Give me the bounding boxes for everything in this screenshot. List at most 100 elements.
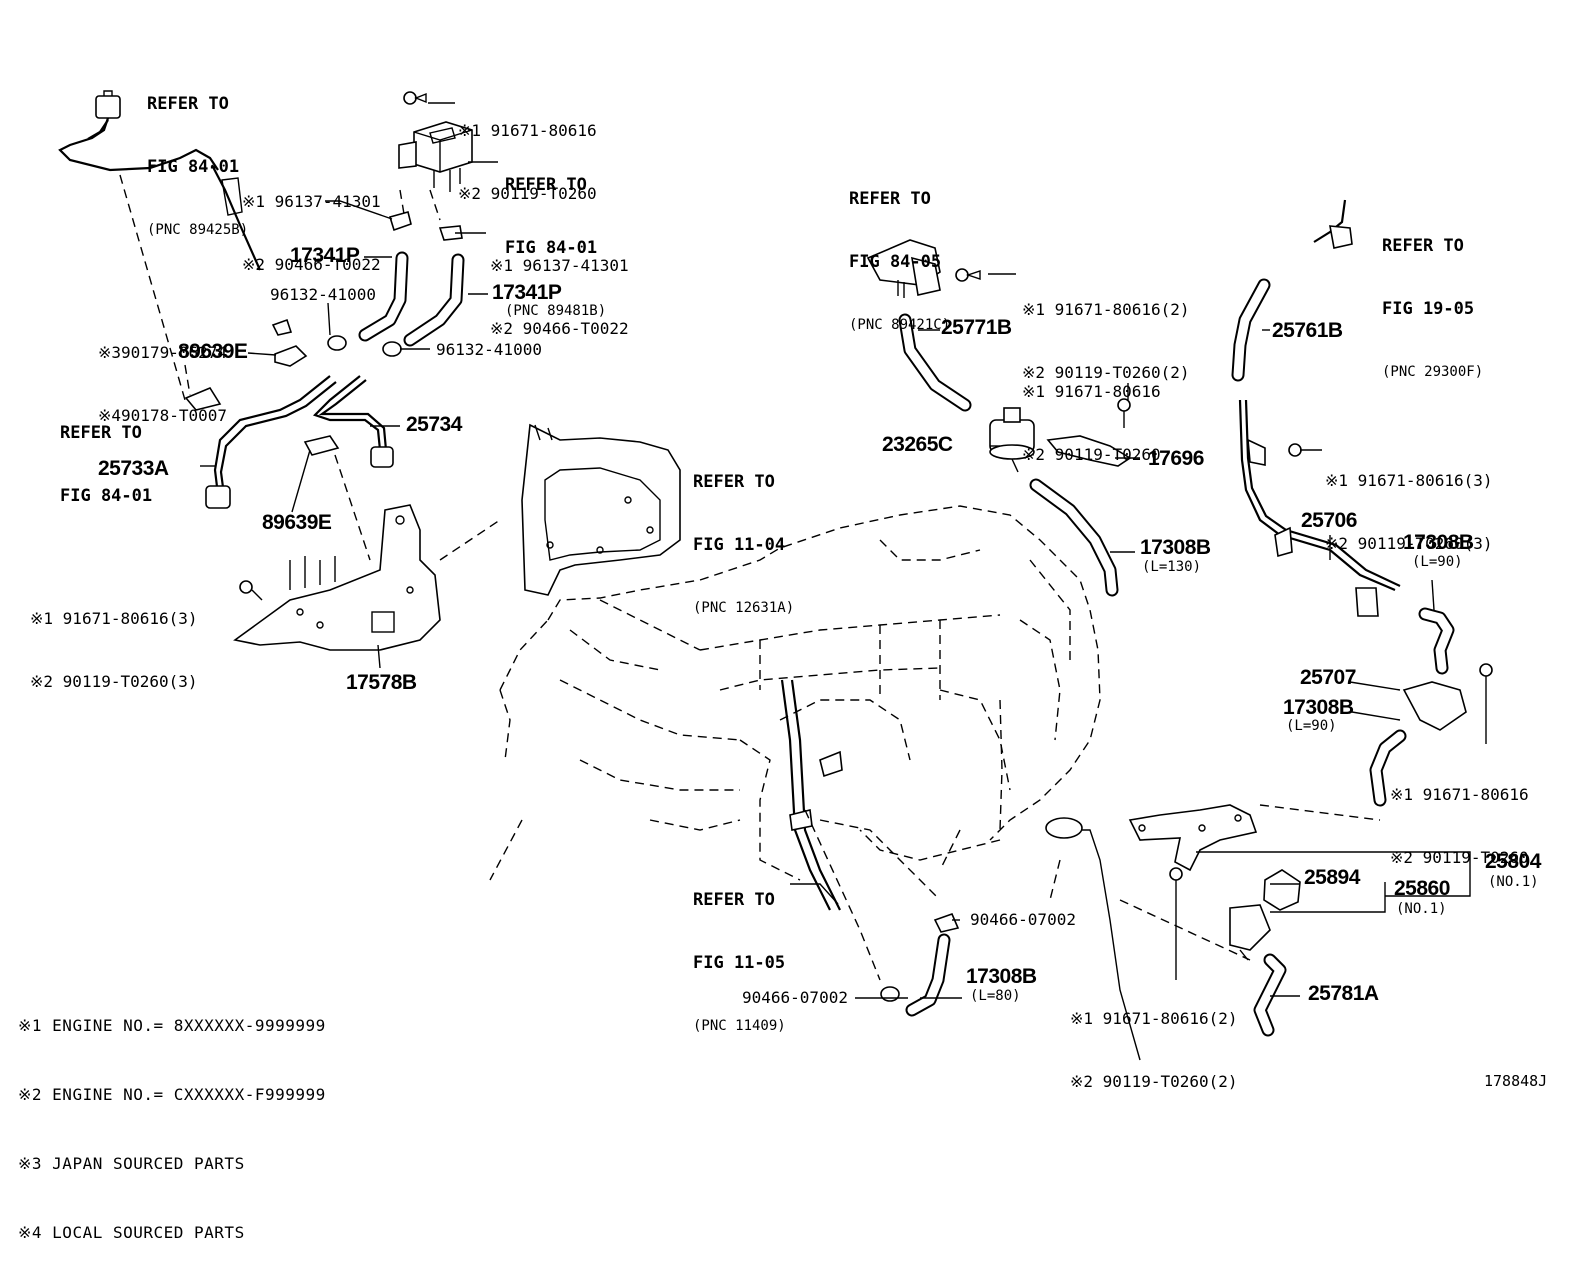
refer-text: REFER TO xyxy=(693,890,775,910)
part-17696[interactable]: 17696 xyxy=(1148,447,1204,470)
part-25707[interactable]: 25707 xyxy=(1300,666,1356,689)
refer-text: REFER TO xyxy=(849,189,931,209)
refer-fig-19-05[interactable]: REFER TO FIG 19-05 (PNC 29300F) xyxy=(1382,194,1483,403)
vacuum-hoses-17341p xyxy=(358,251,465,347)
part-25734[interactable]: 25734 xyxy=(406,413,462,436)
bracket-17578b xyxy=(233,504,501,651)
refer-fig-84-01-a[interactable]: REFER TO FIG 84-01 (PNC 89425B) xyxy=(147,52,248,261)
part-96132-41000-b[interactable]: 96132-41000 xyxy=(436,340,542,359)
alt-part-2: ※2 90119-T0260 xyxy=(1390,848,1529,867)
part-17578b[interactable]: 17578B xyxy=(346,671,417,694)
refer-fig-84-05[interactable]: REFER TO FIG 84-05 (PNC 89421C) xyxy=(849,147,950,356)
part-90466-07002-a[interactable]: 90466-07002 xyxy=(970,910,1076,929)
refer-text: REFER TO xyxy=(147,94,229,114)
refer-fig: FIG 19-05 xyxy=(1382,299,1475,319)
alt-parts-bolt-25707[interactable]: ※1 91671-80616 ※2 90119-T0260 xyxy=(1390,742,1529,889)
part-89639e-b[interactable]: 89639E xyxy=(262,511,332,534)
alt-part-2: ※2 90466-T0022 xyxy=(242,255,381,274)
alt-part-2: ※2 90119-T0260(2) xyxy=(1022,363,1190,382)
refer-fig-11-04[interactable]: REFER TO FIG 11-04 (PNC 12631A) xyxy=(693,430,794,639)
map-sensor-assembly xyxy=(866,239,981,412)
egr-pipe-assembly xyxy=(1231,199,1493,807)
part-96132-41000-a[interactable]: 96132-41000 xyxy=(270,285,376,304)
alt-part-1: ※1 91671-80616(3) xyxy=(1325,471,1493,490)
hose-clamps xyxy=(271,211,463,367)
part-25706[interactable]: 25706 xyxy=(1301,509,1357,532)
alt-parts-clamp-b[interactable]: ※1 96137-41301 ※2 90466-T0022 xyxy=(490,213,629,360)
part-25894[interactable]: 25894 xyxy=(1304,866,1360,889)
sub-l130: (L=130) xyxy=(1142,559,1202,575)
part-89639e-a[interactable]: 89639E xyxy=(178,340,248,363)
part-25860[interactable]: 25860 xyxy=(1394,877,1450,900)
refer-fig: FIG 84-05 xyxy=(849,252,942,272)
refer-text: REFER TO xyxy=(693,472,775,492)
sub-no1-a: (NO.1) xyxy=(1488,874,1539,890)
oxygen-sensor-assembly xyxy=(58,90,262,401)
refer-pnc: (PNC 89425B) xyxy=(147,222,249,238)
alt-parts-nut[interactable]: ※390179-06274 ※490178-T0007 xyxy=(98,300,227,447)
alt-part-1: ※1 91671-80616 xyxy=(1390,785,1529,804)
refer-fig-11-05[interactable]: REFER TO FIG 11-05 (PNC 11409) xyxy=(693,848,786,1057)
refer-fig: FIG 84-01 xyxy=(505,238,598,258)
refer-fig: FIG 11-04 xyxy=(693,535,786,555)
refer-text: REFER TO xyxy=(60,423,142,443)
refer-fig-84-01-b[interactable]: REFER TO FIG 84-01 (PNC 89481B) xyxy=(505,133,606,342)
sub-l90-a: (L=90) xyxy=(1412,554,1463,570)
part-90466-07002-b[interactable]: 90466-07002 xyxy=(742,988,848,1007)
alt-part-2: ※2 90119-T0260(2) xyxy=(1070,1072,1238,1091)
alt-part-2: ※2 90119-T0260(3) xyxy=(1325,534,1493,553)
alt-parts-bolt-map[interactable]: ※1 91671-80616(2) ※2 90119-T0260(2) xyxy=(1022,257,1190,404)
refer-fig: FIG 84-01 xyxy=(147,157,240,177)
egr-valve-assembly xyxy=(1119,804,1381,1037)
alt-parts-bolt-filter[interactable]: ※1 91671-80616 ※2 90119-T0260 xyxy=(1022,339,1161,486)
refer-fig-84-01-c[interactable]: REFER TO FIG 84-01 xyxy=(60,381,152,528)
sub-l90-b: (L=90) xyxy=(1286,718,1337,734)
vacuum-pipes xyxy=(184,364,394,561)
lower-hoses xyxy=(780,679,1141,1061)
refer-fig: FIG 84-01 xyxy=(60,486,153,506)
part-25804[interactable]: 25804 xyxy=(1485,850,1541,873)
refer-pnc: (PNC 89421C) xyxy=(849,317,951,333)
alt-part-1: ※1 91671-80616 xyxy=(1022,382,1161,401)
part-17341p-b[interactable]: 17341P xyxy=(492,281,562,304)
fuel-filter-23265c xyxy=(989,398,1132,597)
engine-notes-legend: ※1 ENGINE NO.= 8XXXXXX-9999999 ※2 ENGINE… xyxy=(18,968,326,1267)
alt-part-4: ※490178-T0007 xyxy=(98,406,227,425)
figure-id: 178848J xyxy=(1484,1072,1548,1090)
refer-pnc: (PNC 12631A) xyxy=(693,600,795,616)
note-2: ※2 ENGINE NO.= CXXXXXX-F999999 xyxy=(18,1085,326,1104)
alt-part-2: ※2 90466-T0022 xyxy=(490,319,629,338)
alt-parts-bolt-bracket[interactable]: ※1 91671-80616(3) ※2 90119-T0260(3) xyxy=(30,566,198,713)
alt-part-2: ※2 90119-T0260 xyxy=(458,184,597,203)
part-25733a[interactable]: 25733A xyxy=(98,457,169,480)
part-17308b-d[interactable]: 17308B xyxy=(966,965,1037,988)
refer-pnc: (PNC 89481B) xyxy=(505,303,607,319)
part-17308b-b[interactable]: 17308B xyxy=(1403,531,1474,554)
alt-parts-clamp-a[interactable]: ※1 96137-41301 ※2 90466-T0022 xyxy=(242,149,381,296)
alt-part-1: ※1 91671-80616(2) xyxy=(1022,300,1190,319)
vacuum-switching-valve xyxy=(398,91,473,221)
note-1: ※1 ENGINE NO.= 8XXXXXX-9999999 xyxy=(18,1016,326,1035)
alt-parts-bolt-25706[interactable]: ※1 91671-80616(3) ※2 90119-T0260(3) xyxy=(1325,428,1493,575)
engine-mount-bracket xyxy=(521,423,681,596)
alt-part-2: ※2 90119-T0260 xyxy=(1022,445,1161,464)
part-25761b[interactable]: 25761B xyxy=(1272,319,1343,342)
note-4: ※4 LOCAL SOURCED PARTS xyxy=(18,1223,245,1242)
part-17308b-c[interactable]: 17308B xyxy=(1283,696,1354,719)
alt-parts-bolt-vsv[interactable]: ※1 91671-80616 ※2 90119-T0260 xyxy=(458,78,597,225)
part-25781a[interactable]: 25781A xyxy=(1308,982,1379,1005)
alt-part-1: ※1 91671-80616(2) xyxy=(1070,1009,1238,1028)
refer-text: REFER TO xyxy=(1382,236,1464,256)
part-25771b[interactable]: 25771B xyxy=(941,316,1012,339)
alt-part-1: ※1 91671-80616 xyxy=(458,121,597,140)
part-17308b-a[interactable]: 17308B xyxy=(1140,536,1211,559)
leader-lines xyxy=(200,102,1487,999)
refer-text: REFER TO xyxy=(505,175,587,195)
alt-part-1: ※1 91671-80616(3) xyxy=(30,609,198,628)
alt-parts-bolt-egr[interactable]: ※1 91671-80616(2) ※2 90119-T0260(2) xyxy=(1070,966,1238,1113)
refer-pnc: (PNC 11409) xyxy=(693,1018,786,1034)
note-3: ※3 JAPAN SOURCED PARTS xyxy=(18,1154,245,1173)
part-17341p-a[interactable]: 17341P xyxy=(290,244,360,267)
sub-no1-b: (NO.1) xyxy=(1396,901,1447,917)
part-23265c[interactable]: 23265C xyxy=(882,433,953,456)
